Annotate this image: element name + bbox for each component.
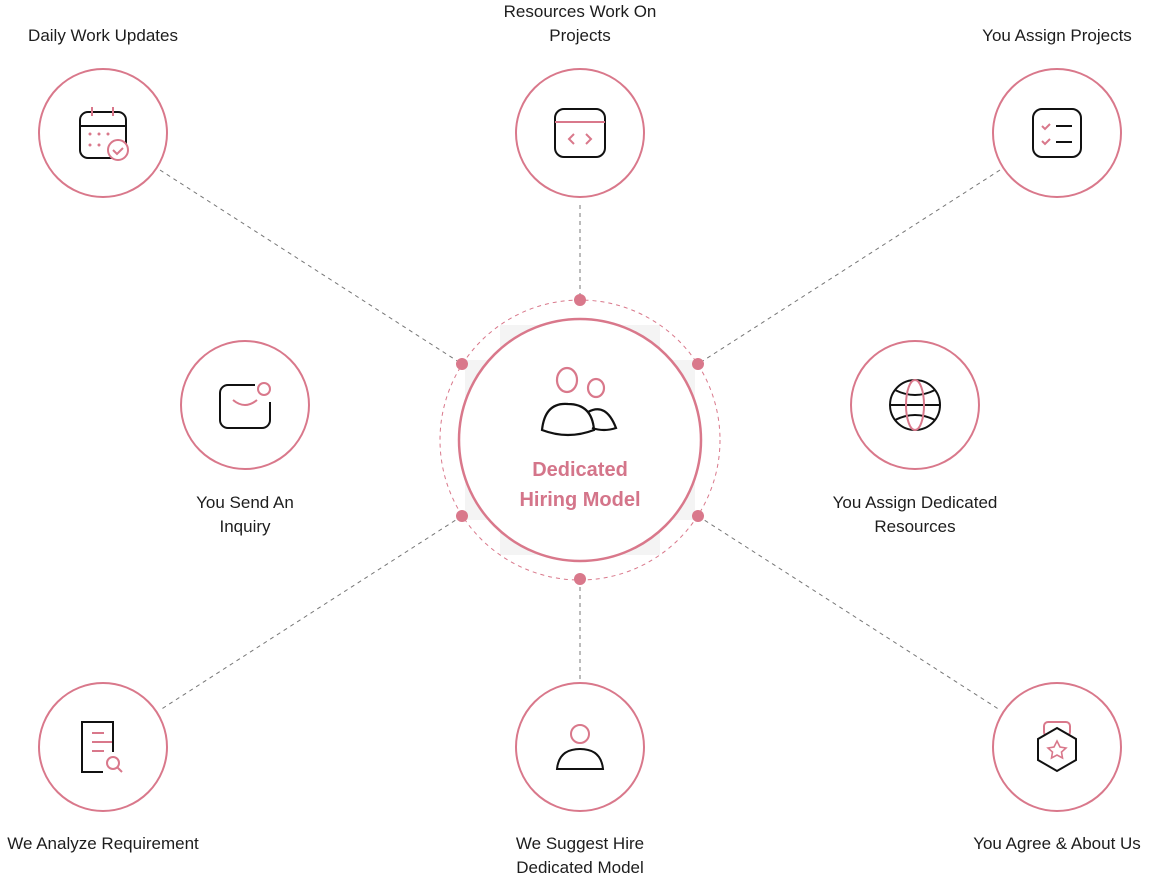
- connector-lines: [159, 169, 1001, 711]
- code-window-icon: [554, 108, 606, 158]
- center-circle: [457, 317, 703, 563]
- node-label-you-assign-projects: You Assign Projects: [982, 26, 1132, 45]
- node-label-daily-work-updates: Daily Work Updates: [28, 26, 178, 45]
- users-icon: [540, 366, 618, 437]
- node-label-you-agree-about-us: You Agree & About Us: [973, 834, 1141, 853]
- node-label-we-analyze-requirement: We Analyze Requirement: [7, 834, 199, 853]
- center-title: Dedicated Hiring Model: [519, 459, 641, 511]
- connector-dots: [456, 294, 704, 585]
- user-icon: [555, 724, 605, 770]
- mail-notification-icon: [219, 382, 271, 429]
- checklist-icon: [1032, 108, 1082, 158]
- badge-star-icon: [1037, 721, 1077, 773]
- document-search-icon: [81, 721, 123, 773]
- calendar-check-icon: [79, 107, 129, 161]
- globe-icon: [889, 379, 941, 431]
